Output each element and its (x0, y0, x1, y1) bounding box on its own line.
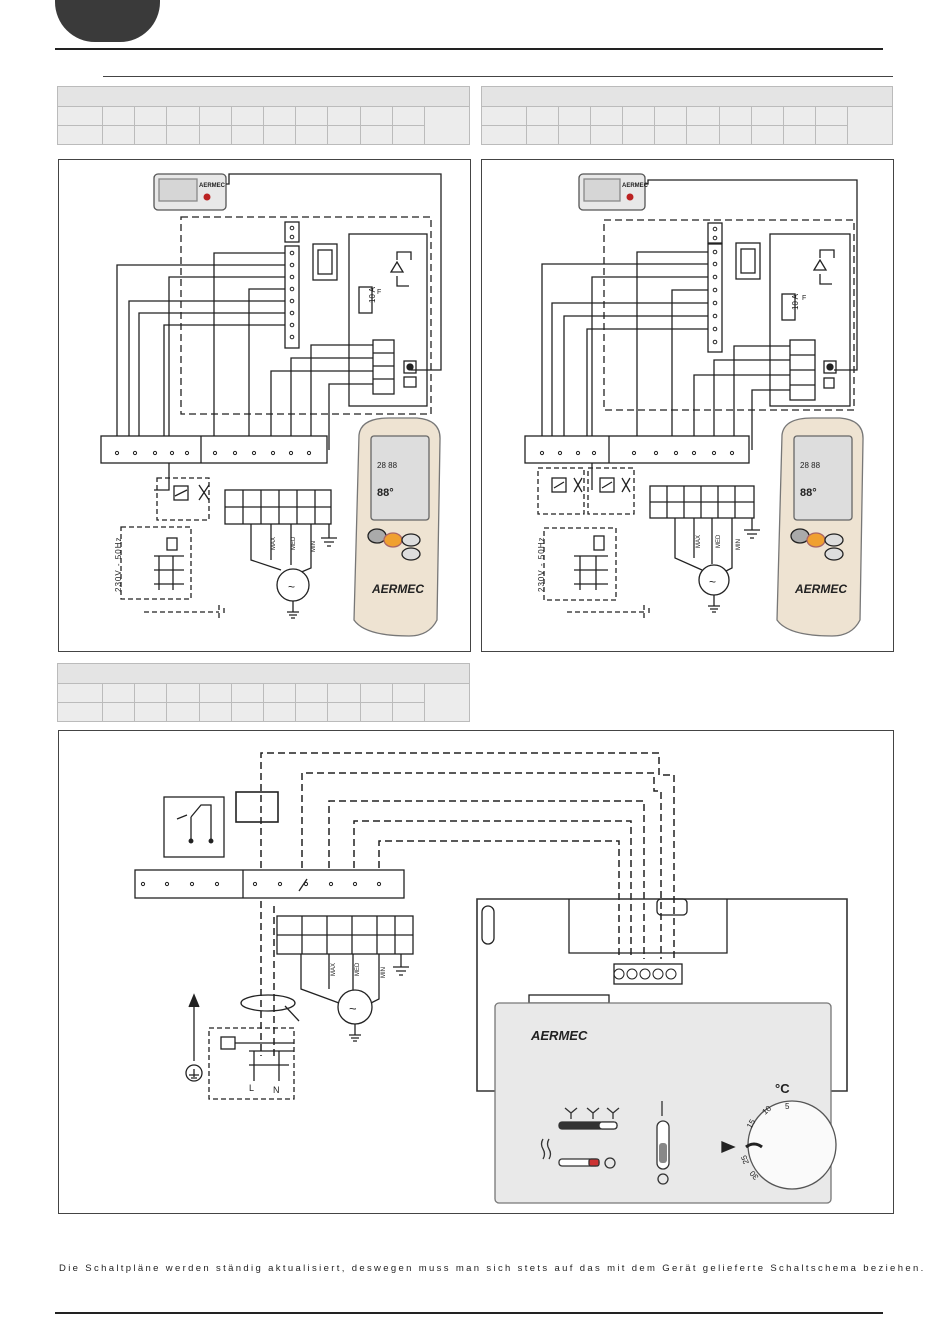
header-rule (55, 48, 883, 50)
speed-max-label: MAX (271, 537, 277, 550)
speed-med-label: MED (716, 534, 722, 548)
speed-med-label: MED (291, 536, 297, 550)
remote-control: 28 88 88° AERMEC (776, 417, 864, 637)
lcd-big: 88° (377, 487, 394, 499)
wiring-diagram-right: AERMEC 10 A F ~ MAX MED MIN 230V - 50Hz (481, 159, 894, 652)
line-label: L (249, 1083, 254, 1093)
wiring-diagram-left: AERMEC 10 A F ~ MAX MED MIN (58, 159, 471, 652)
receiver-brand: AERMEC (622, 183, 649, 189)
spec-table-left (57, 86, 470, 145)
dial-5: 5 (785, 1102, 790, 1111)
ir-receiver: AERMEC (153, 173, 227, 211)
temp-unit-label: °C (775, 1081, 790, 1096)
speed-min-label: MIN (736, 539, 742, 550)
svg-text:~: ~ (288, 580, 295, 594)
svg-text:~: ~ (349, 1001, 357, 1016)
svg-text:~: ~ (709, 575, 716, 589)
footer-rule (55, 1312, 883, 1314)
remote-brand: AERMEC (794, 582, 847, 596)
wiring-diagram-bottom: ~ MAX MED MIN L N AERMEC °C (58, 730, 894, 1214)
speed-med-label: MED (355, 962, 361, 976)
speed-min-label: MIN (311, 541, 317, 552)
remote-control: 28 88 88° AERMEC (353, 417, 441, 637)
speed-max-label: MAX (331, 963, 337, 976)
fuse-label: 10 A (368, 286, 377, 303)
receiver-brand: AERMEC (199, 183, 226, 189)
speed-max-label: MAX (696, 535, 702, 548)
spec-table-bottom (57, 663, 470, 722)
header-subrule (103, 76, 893, 77)
fuse-label: 10 A (791, 293, 800, 310)
thermostat-front: AERMEC °C 5 10 15 25 30 (494, 1002, 837, 1204)
neutral-label: N (273, 1085, 280, 1095)
voltage-label: 230V - 50Hz (537, 537, 546, 592)
thermostat-backplate (476, 898, 848, 1092)
fuse-tag: F (377, 289, 381, 296)
voltage-label: 230V - 50Hz (114, 537, 123, 592)
spec-table-right (481, 86, 893, 145)
lcd-big: 88° (800, 487, 817, 499)
ir-receiver: AERMEC (578, 173, 649, 211)
fuse-tag: F (802, 295, 806, 302)
lcd-top: 28 88 (377, 461, 398, 470)
lcd-top: 28 88 (800, 461, 821, 470)
footer-note: Die Schaltpläne werden ständig aktualisi… (59, 1263, 926, 1274)
section-tab (55, 0, 160, 42)
remote-brand: AERMEC (371, 582, 424, 596)
thermostat-brand: AERMEC (530, 1028, 588, 1043)
dial-25: 25 (739, 1153, 751, 1165)
speed-min-label: MIN (381, 967, 387, 978)
